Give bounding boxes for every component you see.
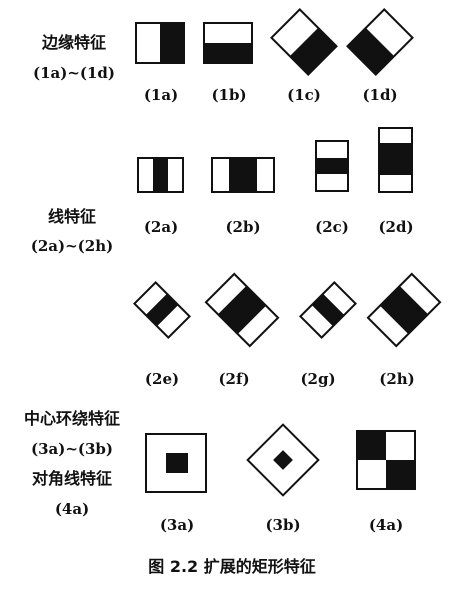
- label-3b: (3b): [265, 516, 300, 534]
- feature-1a: [135, 22, 185, 64]
- feature-2g: [299, 281, 357, 339]
- figure-caption: 图 2.2 扩展的矩形特征: [148, 557, 316, 576]
- feature-2a: [137, 157, 184, 193]
- label-2d: (2d): [378, 218, 413, 236]
- label-1a: (1a): [144, 86, 178, 104]
- label-2f: (2f): [218, 370, 249, 388]
- edge-feature-title: 边缘特征: [41, 33, 106, 52]
- label-2c: (2c): [315, 218, 349, 236]
- label-4a: (4a): [369, 516, 403, 534]
- feature-2c: [315, 140, 349, 192]
- label-2b: (2b): [225, 218, 260, 236]
- diagonal-feature-title: 对角线特征: [32, 469, 112, 488]
- feature-1d: [346, 8, 414, 76]
- label-2g: (2g): [300, 370, 335, 388]
- feature-3a: [145, 433, 207, 493]
- feature-2e: [133, 281, 191, 339]
- feature-1b: [203, 22, 253, 64]
- line-feature-title: 线特征: [48, 207, 96, 226]
- feature-1c: [270, 8, 338, 76]
- center-surround-range: (3a)~(3b): [31, 440, 113, 458]
- label-2e: (2e): [145, 370, 179, 388]
- feature-2h: [366, 272, 442, 348]
- feature-2b: [211, 157, 275, 193]
- feature-2d: [378, 127, 413, 193]
- label-1b: (1b): [211, 86, 246, 104]
- label-2h: (2h): [379, 370, 415, 388]
- edge-feature-range: (1a)~(1d): [33, 64, 115, 82]
- feature-4a: [356, 430, 416, 490]
- diagonal-feature-range: (4a): [55, 500, 89, 518]
- feature-2f: [204, 272, 280, 348]
- center-surround-title: 中心环绕特征: [24, 409, 120, 428]
- label-3a: (3a): [160, 516, 194, 534]
- label-2a: (2a): [144, 218, 178, 236]
- feature-3b: [246, 423, 320, 497]
- line-feature-range: (2a)~(2h): [31, 237, 113, 255]
- label-1d: (1d): [362, 86, 397, 104]
- label-1c: (1c): [287, 86, 321, 104]
